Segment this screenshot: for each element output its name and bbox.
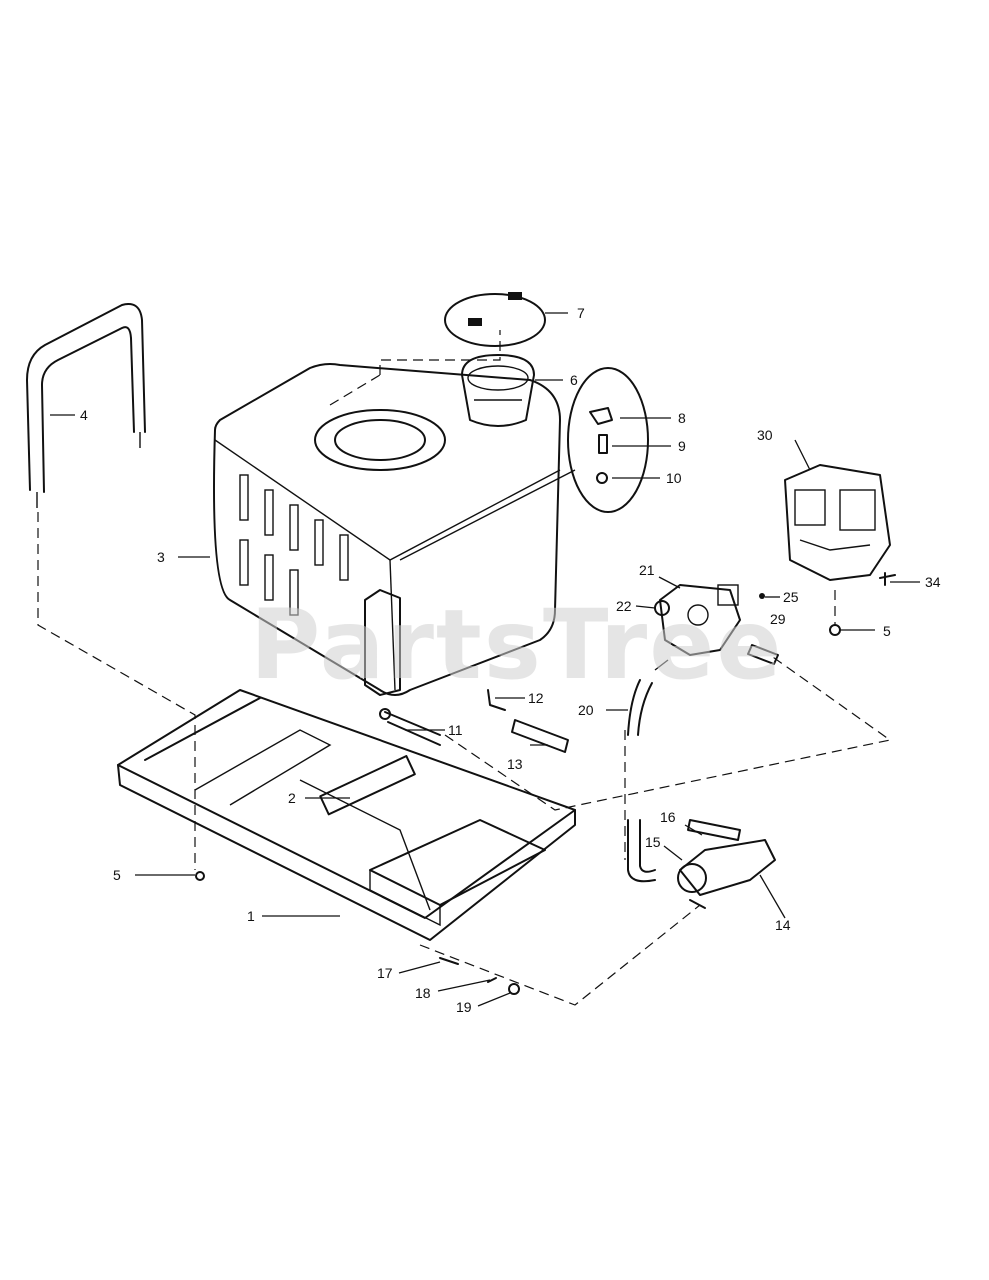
callout-16: 16 [660, 809, 676, 825]
callout-30: 30 [757, 427, 773, 443]
strainer-part [461, 354, 535, 427]
callout-7: 7 [577, 305, 585, 321]
callout-15: 15 [645, 834, 661, 850]
callout-11: 11 [448, 722, 463, 738]
callout-9: 9 [678, 438, 686, 454]
callout-17: 17 [377, 965, 393, 981]
callout-19: 19 [456, 999, 472, 1015]
lid-part [444, 292, 546, 347]
callout-3: 3 [157, 549, 165, 565]
callout-8: 8 [678, 410, 686, 426]
watermark-text: PartsTree [250, 589, 783, 701]
detail-circle [399, 367, 649, 561]
leader-lines [50, 312, 920, 1007]
callout-1: 1 [247, 908, 255, 924]
frame-part [117, 689, 576, 941]
callout-14: 14 [775, 917, 791, 933]
handle-part [26, 303, 146, 508]
callout-18: 18 [415, 985, 431, 1001]
callout-2: 2 [288, 790, 296, 806]
hardware-parts [195, 572, 896, 995]
engine-part [784, 464, 891, 581]
callout-5-engine: 5 [883, 623, 891, 639]
callout-12: 12 [528, 690, 544, 706]
callout-5-frame: 5 [113, 867, 121, 883]
callout-22: 22 [616, 598, 632, 614]
callout-21: 21 [639, 562, 655, 578]
callout-4: 4 [80, 407, 88, 423]
callout-13: 13 [507, 756, 523, 772]
callout-10: 10 [666, 470, 682, 486]
callout-labels: 7 6 8 9 10 4 3 30 21 22 25 29 34 5 11 12… [80, 305, 941, 1015]
callout-25: 25 [783, 589, 799, 605]
callout-6: 6 [570, 372, 578, 388]
hose-fittings [379, 644, 779, 753]
callout-29: 29 [770, 611, 786, 627]
callout-34: 34 [925, 574, 941, 590]
callout-20: 20 [578, 702, 594, 718]
tank-part [213, 363, 561, 696]
